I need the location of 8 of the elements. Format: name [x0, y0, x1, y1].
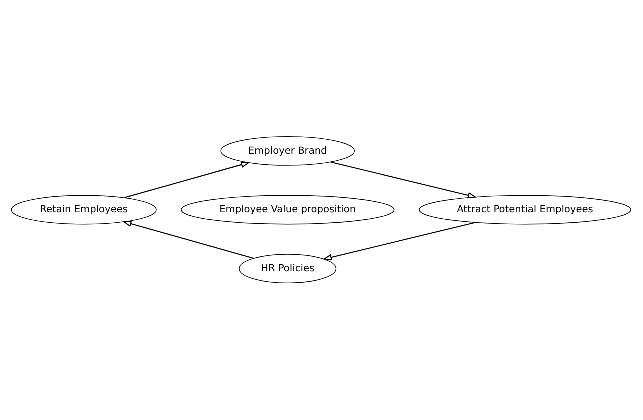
arrow: [124, 162, 250, 198]
arrow: [122, 220, 254, 260]
node-ellipse: Attract Potential Employees: [419, 195, 632, 225]
node-ellipse: Retain Employees: [11, 195, 157, 225]
node-ellipse: Employer Brand: [220, 136, 356, 166]
node-ellipse: Employee Value proposition: [181, 195, 395, 225]
arrow: [322, 222, 476, 261]
arrow: [330, 162, 478, 199]
